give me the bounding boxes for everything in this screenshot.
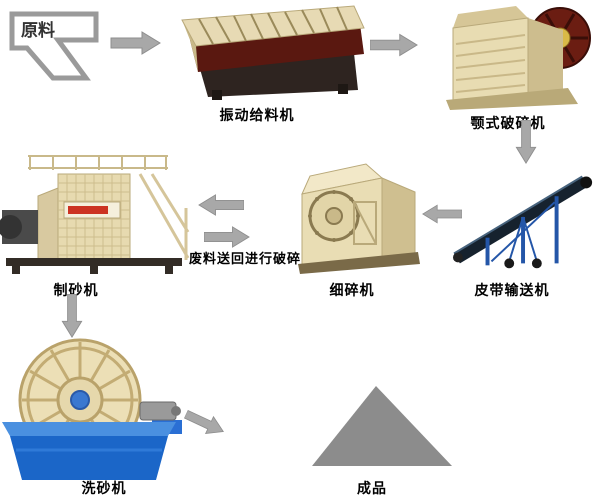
vibrating-feeder-illustration: [181, 5, 365, 100]
arrow-raw-to-feeder-icon: [110, 31, 161, 55]
arrow-feeder-to-jaw-icon: [370, 33, 418, 57]
product-pile: [312, 386, 452, 466]
sand-washer-illustration: [2, 338, 182, 480]
belt-conveyor-label: 皮带输送机: [474, 283, 550, 299]
sand-washer-label: 洗砂机: [81, 481, 127, 495]
arrow-washer-to-product-icon: [183, 409, 225, 435]
vibrating-feeder-label: 振动给料机: [219, 108, 295, 124]
arrow-belt-to-fine-icon: [422, 204, 462, 224]
product-label: 成品: [357, 481, 387, 495]
fine-crusher-illustration: [298, 163, 420, 274]
arrow-maker-to-washer-icon: [61, 294, 83, 338]
arrow-waste-return-icon: [204, 226, 250, 248]
fine-crusher-label: 细碎机: [329, 283, 375, 299]
waste-return-note: 废料送回进行破碎: [188, 252, 301, 267]
sand-maker-illustration: [0, 155, 190, 274]
sand-maker-label: 制砂机: [53, 283, 99, 299]
jaw-crusher-illustration: [446, 6, 591, 110]
arrow-fine-to-maker-icon: [198, 194, 244, 216]
arrow-jaw-to-belt-icon: [515, 120, 537, 164]
belt-conveyor-illustration: [452, 175, 593, 269]
raw-material-label: 原料: [21, 20, 55, 41]
jaw-crusher-label: 颚式破碎机: [470, 116, 546, 132]
raw-material-sign: 原料: [9, 11, 99, 81]
